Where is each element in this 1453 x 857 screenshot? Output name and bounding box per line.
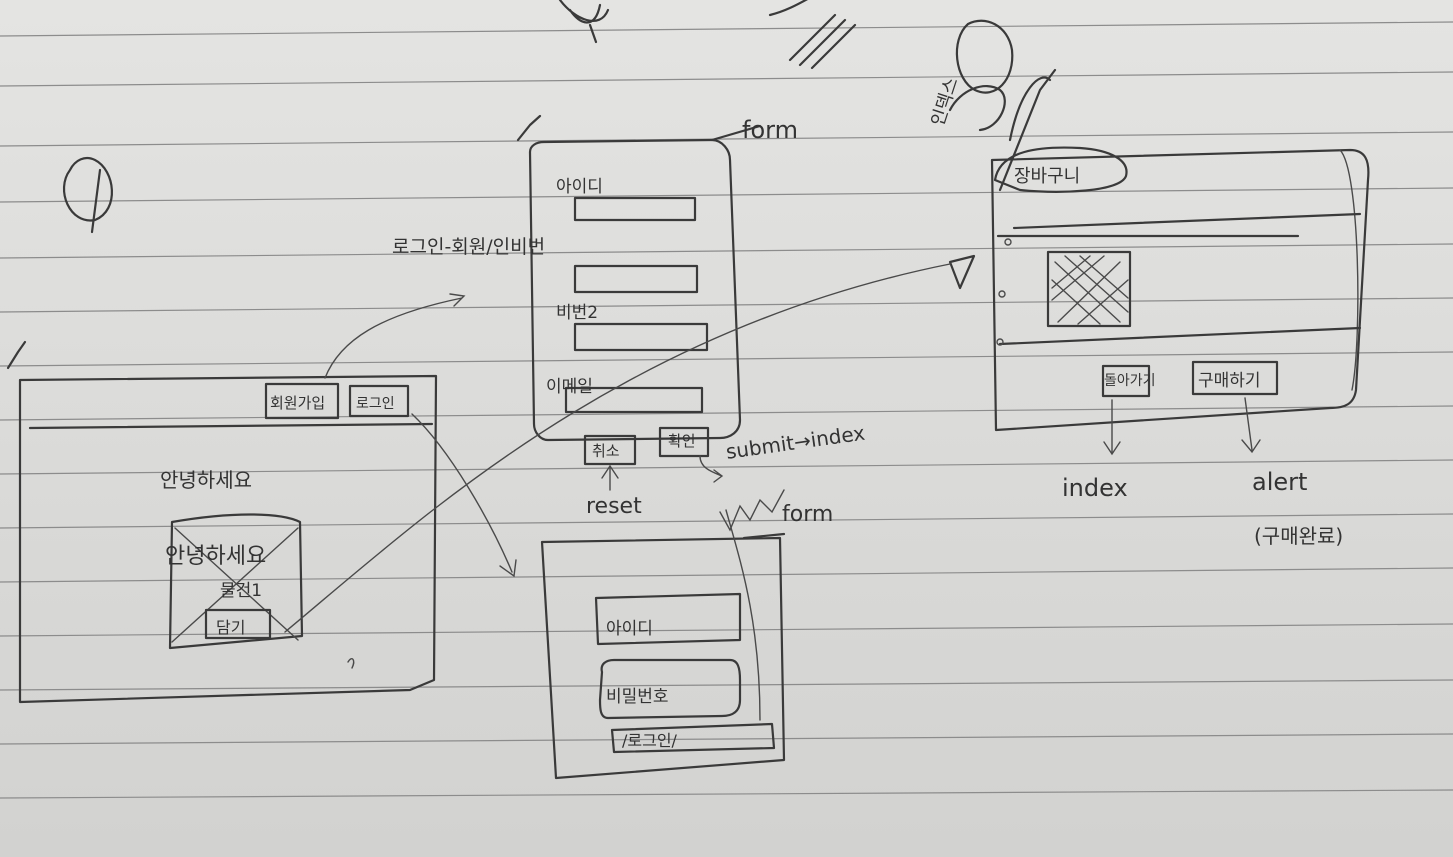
signup-cancel-button[interactable]: 취소 (592, 442, 620, 460)
signup-form-wireframe (516, 114, 762, 491)
signup-button[interactable]: 회원가입 (270, 394, 326, 412)
index-note: index (1062, 474, 1128, 502)
signup-id-label: 아이디 (556, 177, 603, 197)
cart-page-wireframe (948, 19, 1370, 456)
login-submit-button[interactable]: /로그인/ (622, 731, 677, 750)
login-flow-note: 로그인-회원/인비번 (392, 236, 546, 258)
signup-confirm-button[interactable]: 확인 (668, 432, 696, 450)
login-form-tag: form (782, 502, 834, 527)
signup-pw2-label: 비번2 (556, 303, 599, 323)
alert-note: alert (1252, 468, 1308, 496)
flow-arrows (284, 263, 951, 633)
alert-subnote: (구매완료) (1254, 524, 1344, 548)
login-pw-field[interactable]: 비밀번호 (606, 687, 669, 707)
product-text: 안녕하세요 (165, 544, 267, 569)
product-subtext: 물건1 (220, 581, 263, 601)
cart-buy-button[interactable]: 구매하기 (1198, 371, 1261, 391)
add-to-cart-button[interactable]: 담기 (216, 618, 246, 637)
cart-back-button[interactable]: 돌아가기 (1104, 373, 1156, 389)
cart-title: 장바구니 (1014, 166, 1081, 187)
signup-form-tag: form (742, 116, 798, 144)
ruled-lines (0, 21, 1453, 799)
reset-note: reset (586, 494, 642, 519)
greeting-text: 안녕하세요 (160, 468, 252, 492)
main-page-wireframe (6, 340, 438, 704)
login-form-wireframe (540, 489, 786, 780)
login-id-field[interactable]: 아이디 (606, 619, 653, 639)
signup-email-label: 이메일 (546, 377, 593, 397)
login-button[interactable]: 로그인 (356, 396, 395, 412)
top-scribbles (62, 0, 857, 234)
